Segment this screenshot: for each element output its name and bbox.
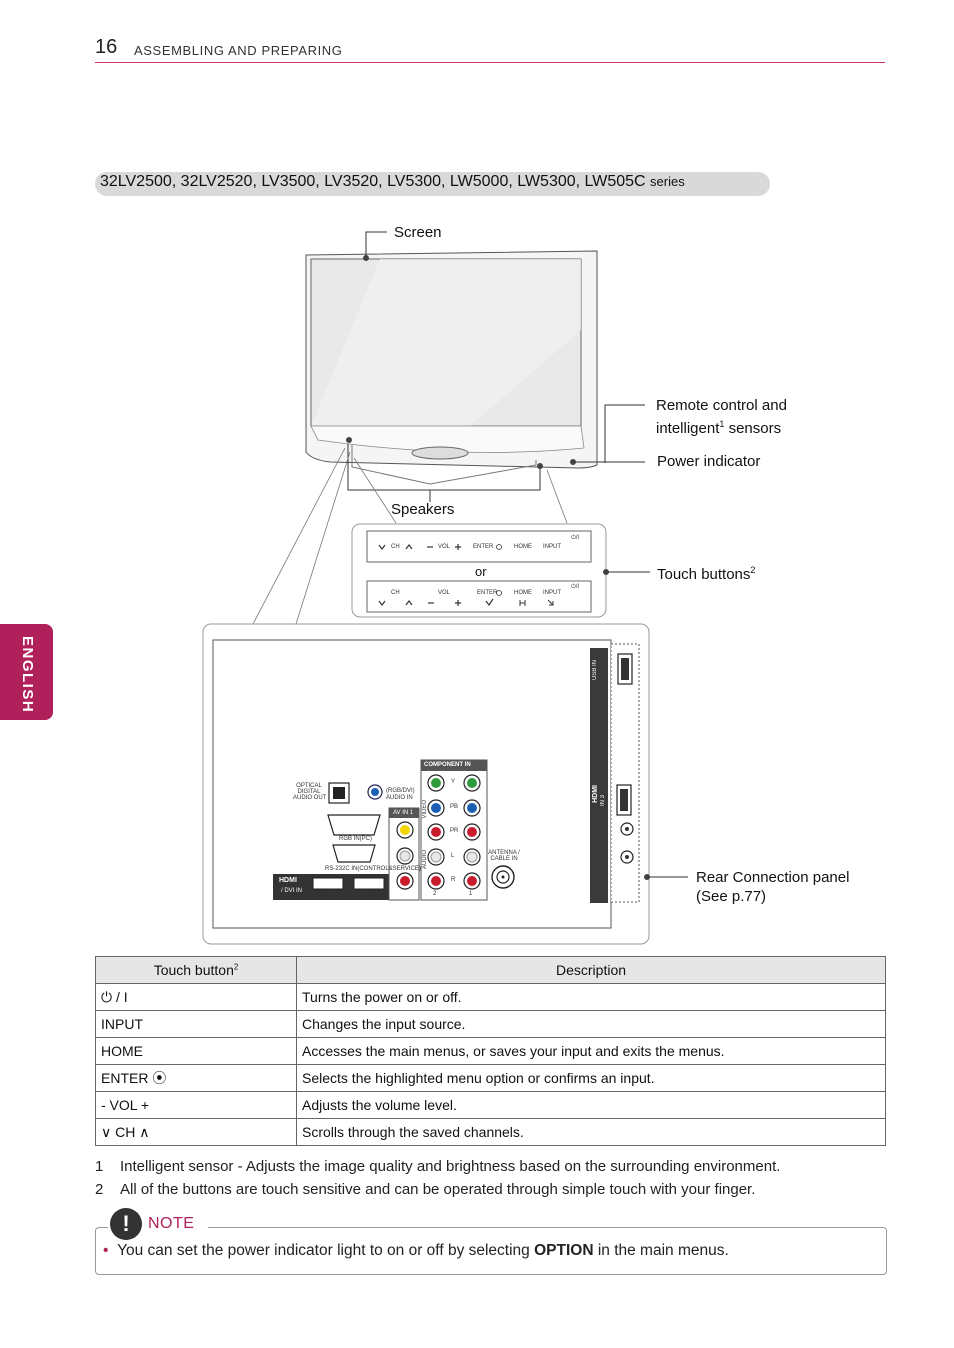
exclamation-icon: ! bbox=[110, 1208, 142, 1240]
table-cell-button: - VOL + bbox=[95, 1091, 297, 1119]
header-rule bbox=[95, 62, 885, 63]
table-cell-description: Accesses the main menus, or saves your i… bbox=[296, 1037, 886, 1065]
table-head-button: Touch button2 bbox=[95, 956, 297, 984]
or-label: or bbox=[475, 564, 487, 579]
table-row: HOME Accesses the main menus, or saves y… bbox=[95, 1037, 886, 1065]
usb-in-label: USB IN bbox=[592, 660, 598, 681]
bullet-icon: • bbox=[103, 1242, 109, 1259]
component-y-label: Y bbox=[451, 779, 456, 785]
remote-sensor-label: Remote control and intelligent1 sensors bbox=[656, 397, 787, 437]
table-row: ENTER ⦿ Selects the highlighted menu opt… bbox=[95, 1064, 886, 1092]
table-cell-description: Adjusts the volume level. bbox=[296, 1091, 886, 1119]
power-indicator-label: Power indicator bbox=[657, 453, 761, 470]
rgb-in-pc-label: RGB IN(PC) bbox=[339, 836, 372, 842]
table-cell-description: Changes the input source. bbox=[296, 1010, 886, 1038]
note-label: NOTE bbox=[148, 1215, 195, 1232]
row2-ch-label: CH bbox=[391, 590, 400, 596]
screen-label: Screen bbox=[394, 224, 442, 241]
component-l-label: L bbox=[451, 853, 455, 859]
note-text: • You can set the power indicator light … bbox=[103, 1242, 729, 1259]
component-video-label: VIDEO bbox=[422, 800, 428, 819]
component-in-label: COMPONENT IN bbox=[424, 762, 471, 768]
antenna-label: ANTENNA /CABLE IN bbox=[488, 850, 520, 862]
table-cell-button: HOME bbox=[95, 1037, 297, 1065]
row2-enter-label: ENTER bbox=[477, 590, 498, 596]
note-box bbox=[95, 1227, 887, 1275]
component-pb-label: PB bbox=[450, 804, 459, 810]
footnote-2-text: All of the buttons are touch sensitive a… bbox=[120, 1181, 756, 1198]
tv-diagram bbox=[202, 231, 688, 945]
hdmi-in3-label: IN 3 bbox=[600, 795, 606, 807]
table-row: ⏻ / I Turns the power on or off. bbox=[95, 983, 886, 1011]
series-suffix: series bbox=[650, 174, 685, 189]
hdmi-port-1-label: 1 bbox=[368, 891, 372, 897]
hdmi-dvi-in-label: / DVI IN bbox=[281, 888, 303, 894]
table-cell-button: ∨ CH ∧ bbox=[95, 1118, 297, 1146]
table-cell-button: ENTER ⦿ bbox=[95, 1064, 297, 1092]
section-title: ASSEMBLING AND PREPARING bbox=[134, 43, 343, 58]
row2-input-label: INPUT bbox=[543, 590, 561, 596]
table-row: ∨ CH ∧ Scrolls through the saved channel… bbox=[95, 1118, 886, 1146]
speakers-label: Speakers bbox=[391, 501, 455, 518]
tv-illustration bbox=[305, 250, 598, 485]
rear-panel-label: Rear Connection panel (See p.77) bbox=[696, 869, 850, 905]
component-audio-label: AUDIO bbox=[422, 850, 428, 870]
row1-vol-label: VOL bbox=[438, 544, 451, 550]
row2-home-label: HOME bbox=[514, 590, 532, 596]
table-row: - VOL + Adjusts the volume level. bbox=[95, 1091, 886, 1119]
component-port-2-label: 2 bbox=[433, 891, 437, 897]
series-models: 32LV2500, 32LV2520, LV3500, LV3520, LV53… bbox=[100, 173, 646, 190]
table-head-description: Description bbox=[296, 956, 886, 984]
series-title: 32LV2500, 32LV2520, LV3500, LV3520, LV53… bbox=[100, 173, 685, 191]
row1-ch-label: CH bbox=[391, 544, 400, 550]
touch-buttons-label: Touch buttons2 bbox=[657, 565, 756, 583]
hdmi-port-2-label: 2 bbox=[325, 891, 329, 897]
language-tab-label: ENGLISH bbox=[19, 636, 36, 714]
rgb-audio-label: (RGB/DVI)AUDIO IN bbox=[386, 788, 415, 801]
av-in1-label: AV IN 1 bbox=[393, 810, 414, 816]
table-row: INPUT Changes the input source. bbox=[95, 1010, 886, 1038]
hdmi-logo: HDMI bbox=[279, 877, 297, 884]
table-cell-button: ⏻ / I bbox=[95, 983, 297, 1011]
table-header-row: Touch button2 Description bbox=[95, 956, 886, 984]
component-r-label: R bbox=[451, 877, 456, 883]
hdmi-side-logo: HDMI bbox=[592, 785, 599, 803]
footnote-2-number: 2 bbox=[95, 1181, 104, 1198]
table-cell-description: Scrolls through the saved channels. bbox=[296, 1118, 886, 1146]
series-banner bbox=[95, 172, 770, 196]
footnote-1-text: Intelligent sensor - Adjusts the image q… bbox=[120, 1158, 781, 1175]
footnote-1-number: 1 bbox=[95, 1158, 104, 1175]
row1-home-label: HOME bbox=[514, 544, 532, 550]
row2-power-label: ⏻/I bbox=[571, 584, 580, 590]
row1-input-label: INPUT bbox=[543, 544, 561, 550]
component-port-1-label: 1 bbox=[469, 891, 473, 897]
row1-power-label: ⏻/I bbox=[571, 535, 580, 541]
table-cell-description: Turns the power on or off. bbox=[296, 983, 886, 1011]
row1-enter-label: ENTER bbox=[473, 544, 494, 550]
option-keyword: OPTION bbox=[534, 1242, 594, 1259]
table-cell-button: INPUT bbox=[95, 1010, 297, 1038]
row2-vol-label: VOL bbox=[438, 590, 451, 596]
rs232c-label: RS-232C IN(CONTROL&SERVICE) bbox=[325, 866, 421, 872]
table-cell-description: Selects the highlighted menu option or c… bbox=[296, 1064, 886, 1092]
touch-button-table: Touch button2 Description ⏻ / I Turns th… bbox=[95, 956, 886, 1146]
page-number: 16 bbox=[95, 36, 118, 58]
component-pr-label: PR bbox=[450, 828, 459, 834]
language-tab[interactable] bbox=[0, 624, 53, 720]
